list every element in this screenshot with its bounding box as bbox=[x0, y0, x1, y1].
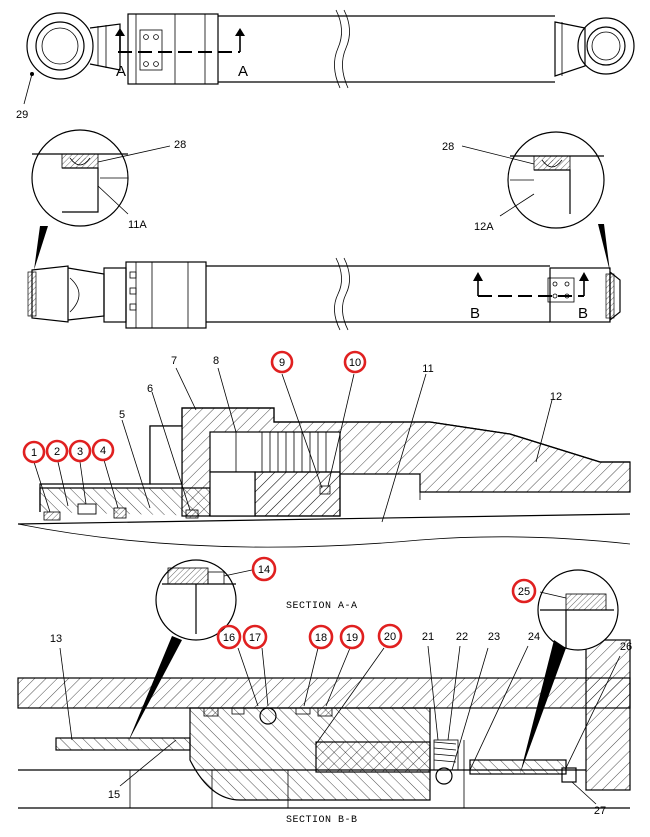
callout-circle-16 bbox=[216, 624, 242, 650]
callout-7: 7 bbox=[171, 355, 177, 367]
callout-circle-18 bbox=[308, 624, 334, 650]
callout-circle-1 bbox=[22, 440, 46, 464]
callout-28-left: 28 bbox=[174, 139, 186, 151]
callout-16: 16 bbox=[223, 632, 235, 644]
callout-6: 6 bbox=[147, 383, 153, 395]
section-b-b-title: SECTION B-B bbox=[286, 815, 358, 826]
callout-circle-17 bbox=[242, 624, 268, 650]
callout-11: 11 bbox=[422, 363, 433, 375]
detail-view-11a: 28 11A bbox=[31, 129, 186, 270]
callout-23: 23 bbox=[488, 631, 500, 643]
callout-17: 17 bbox=[249, 632, 261, 644]
callout-circle-3 bbox=[68, 439, 92, 463]
callout-9: 9 bbox=[279, 357, 285, 369]
callout-circle-9 bbox=[270, 350, 294, 374]
view-marker-b-left: B bbox=[470, 305, 480, 322]
view-marker-b-right: B bbox=[578, 305, 588, 322]
callout-20: 20 bbox=[384, 631, 396, 643]
callout-13: 13 bbox=[50, 633, 62, 645]
callout-24: 24 bbox=[528, 631, 540, 643]
callout-25: 25 bbox=[518, 586, 530, 598]
view-marker-a-right: A bbox=[238, 63, 248, 80]
callout-14: 14 bbox=[258, 564, 270, 576]
callout-3: 3 bbox=[77, 446, 83, 458]
callout-21: 21 bbox=[422, 631, 434, 643]
section-b-b: 13 15 21 22 23 24 26 27 14 25 16 17 18 1… bbox=[17, 556, 632, 817]
callout-2: 2 bbox=[54, 446, 60, 458]
callout-27: 27 bbox=[594, 805, 606, 817]
cylinder-top-view: A A 29 bbox=[16, 9, 635, 121]
callout-12: 12 bbox=[550, 391, 562, 403]
callout-circle-20 bbox=[377, 623, 403, 649]
view-marker-a-left: A bbox=[116, 63, 126, 80]
callout-15: 15 bbox=[108, 789, 120, 801]
callout-22: 22 bbox=[456, 631, 468, 643]
detail-view-12a: 28 12A bbox=[442, 131, 610, 272]
callout-29: 29 bbox=[16, 109, 28, 121]
callout-circle-4 bbox=[91, 438, 115, 462]
callout-5: 5 bbox=[119, 409, 125, 421]
callout-circle-19 bbox=[339, 624, 365, 650]
section-a-a-title: SECTION A-A bbox=[286, 601, 358, 612]
callout-circle-25 bbox=[511, 578, 537, 604]
callout-circle-2 bbox=[45, 439, 69, 463]
callout-12a: 12A bbox=[474, 221, 494, 233]
callout-circle-10 bbox=[343, 350, 367, 374]
callout-10: 10 bbox=[349, 357, 361, 369]
callout-18: 18 bbox=[315, 632, 327, 644]
callout-circle-14 bbox=[251, 556, 277, 582]
callout-1: 1 bbox=[31, 447, 37, 459]
callout-28-right: 28 bbox=[442, 141, 454, 153]
callout-8: 8 bbox=[213, 355, 219, 367]
callout-11a: 11A bbox=[128, 219, 147, 231]
callout-19: 19 bbox=[346, 632, 358, 644]
callout-26: 26 bbox=[620, 641, 632, 653]
cylinder-side-view: B B bbox=[27, 257, 621, 331]
callout-4: 4 bbox=[100, 445, 106, 457]
section-a-a: 5 6 7 8 11 12 1 2 3 4 9 10 bbox=[17, 350, 631, 548]
